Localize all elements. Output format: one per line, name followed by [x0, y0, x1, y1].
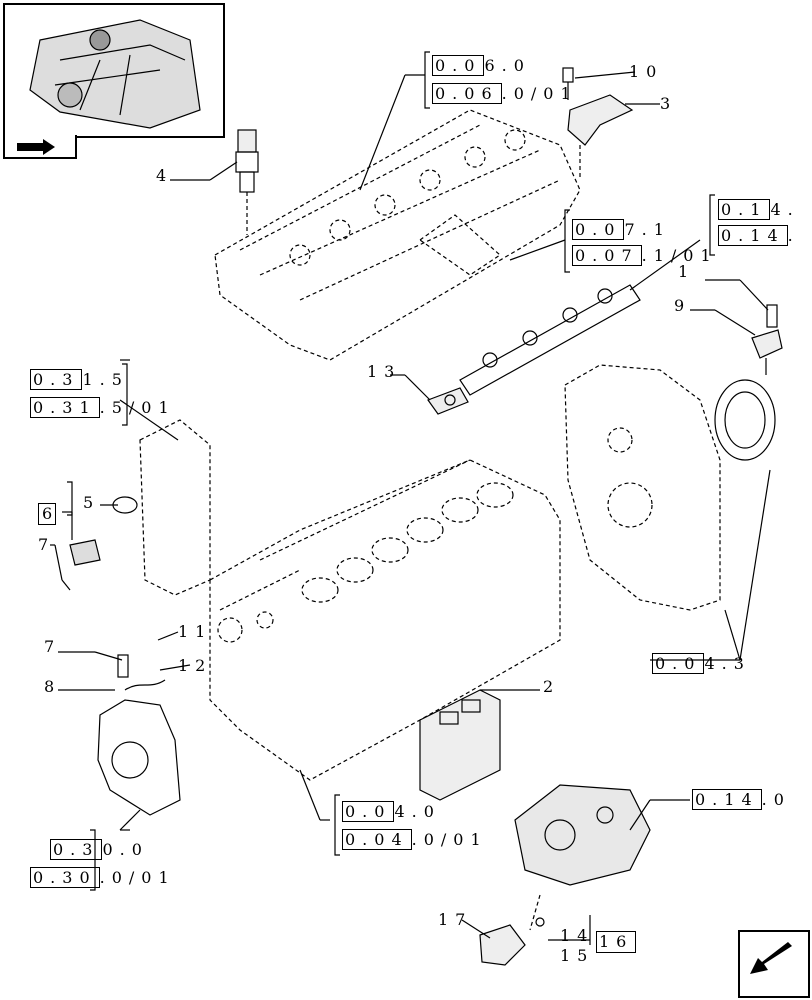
part-label-2: 2 — [543, 677, 561, 696]
ref-0-04-0-01[interactable]: 0.04.0/01 — [342, 829, 488, 850]
ref-rest: .0/01 — [411, 830, 488, 849]
pressure-sensor-3-drawing — [567, 94, 634, 180]
ref-box: 0.07 — [572, 245, 642, 266]
ref-rest: .0/01 — [99, 868, 176, 887]
screw-10-drawing — [562, 67, 574, 100]
tone-wheel-drawing — [714, 379, 776, 461]
part-label-11: 11 — [178, 622, 213, 641]
sensor-4-drawing — [235, 129, 259, 235]
ref-box: 0.3 — [50, 839, 103, 860]
ref-0-30-0-01[interactable]: 0.30.0/01 — [30, 867, 176, 888]
part-label-17: 17 — [438, 910, 473, 929]
ref-box: 0.3 — [30, 369, 83, 390]
part-label-1: 1 — [678, 262, 696, 281]
ref-box: 0.14 — [718, 225, 788, 246]
ref-rest: 4. — [770, 200, 800, 219]
part-label-9: 9 — [674, 296, 692, 315]
engine-block-drawing — [209, 459, 561, 781]
ref-box: 0.06 — [432, 83, 502, 104]
part-label-16: 16 — [596, 931, 637, 953]
ref-rest: .1/01 — [641, 246, 718, 265]
ref-rest: . — [787, 226, 800, 245]
speed-sensor-9-drawing — [751, 304, 783, 375]
ref-box: 0.04 — [342, 829, 412, 850]
ref-rest: 6.0 — [484, 56, 531, 75]
part-label-5: 5 — [83, 493, 101, 512]
fuel-rail-drawing — [459, 284, 641, 396]
ref-rest: 0.0 — [102, 840, 149, 859]
ref-rest: 4.3 — [704, 654, 751, 673]
part-label-8: 8 — [44, 677, 62, 696]
timing-cover-drawing — [564, 364, 721, 611]
part-label-6: 6 — [38, 503, 57, 525]
ref-rest: .5/01 — [99, 398, 176, 417]
part-label-7a: 7 — [38, 535, 56, 554]
ref-box: 0.0 — [432, 55, 485, 76]
thumbnail-engine-icon — [29, 19, 201, 129]
ecu-2-drawing — [419, 689, 501, 801]
next-nav-button[interactable] — [738, 930, 810, 998]
ref-box: 0.0 — [342, 801, 395, 822]
arrow-icon — [750, 942, 792, 974]
back-arrow-icon — [17, 139, 55, 155]
part-label-12: 12 — [178, 656, 213, 675]
ref-box: 0.0 — [652, 653, 705, 674]
gasket-plate-drawing — [112, 419, 211, 596]
ref-box: 0.0 — [572, 219, 625, 240]
part-label-13: 13 — [367, 362, 402, 381]
ref-rest: 7.1 — [624, 220, 671, 239]
thumbnail-frame — [3, 3, 225, 138]
ref-rest: .0 — [761, 790, 791, 809]
ref-box: 0.14 — [692, 789, 762, 810]
ref-0-14-01[interactable]: 0.14. — [718, 225, 800, 246]
ref-0-14-0[interactable]: 0.14.0 — [692, 789, 791, 810]
part-label-14: 14 — [560, 926, 595, 945]
ref-0-07-1-01[interactable]: 0.07.1/01 — [572, 245, 718, 266]
cylinder-head-drawing — [214, 109, 581, 361]
part-label-7b: 7 — [44, 637, 62, 656]
injection-pump-drawing — [514, 784, 651, 931]
sensor-13-drawing — [427, 387, 469, 415]
ref-rest: 1.5 — [82, 370, 129, 389]
ref-rest: 4.0 — [394, 802, 441, 821]
front-housing-drawing — [97, 654, 181, 816]
ref-box: 0.1 — [718, 199, 771, 220]
part-label-15: 15 — [560, 946, 595, 965]
part-label-10: 10 — [629, 62, 664, 81]
sensor-6-drawing — [61, 539, 101, 591]
part-label-3: 3 — [660, 94, 678, 113]
ref-0-31-5-01[interactable]: 0.31.5/01 — [30, 397, 176, 418]
ref-0-06-0-01[interactable]: 0.06.0/01 — [432, 83, 578, 104]
ref-box: 0.30 — [30, 867, 100, 888]
valve-17-drawing — [479, 917, 545, 966]
back-nav-button[interactable] — [3, 135, 77, 159]
part-label-4: 4 — [156, 166, 174, 185]
ref-box: 0.31 — [30, 397, 100, 418]
ref-rest: .0/01 — [501, 84, 578, 103]
